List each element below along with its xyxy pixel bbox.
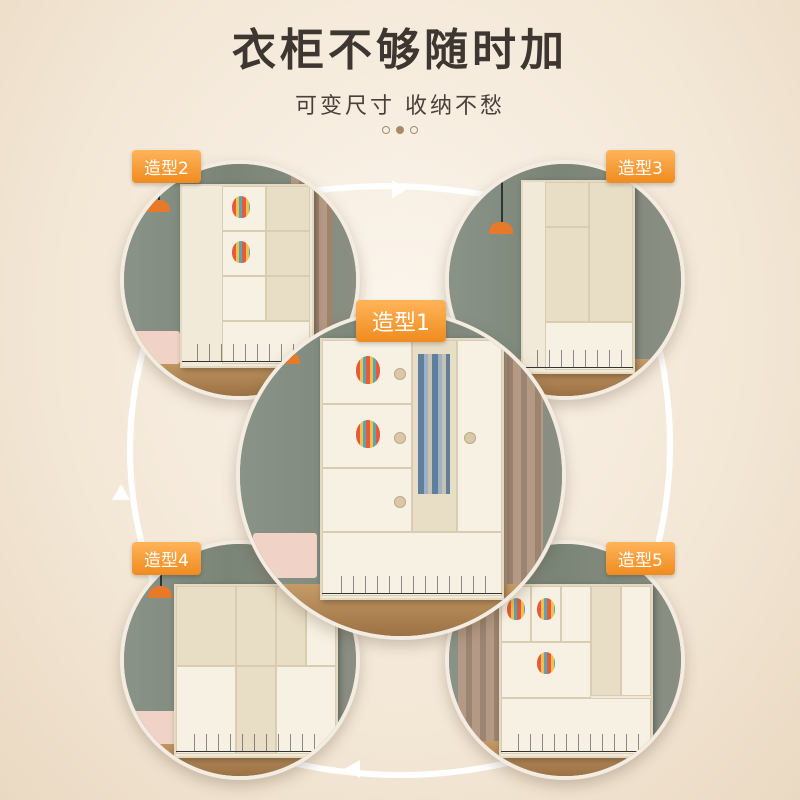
pendant-lamp-icon (276, 352, 300, 364)
arrow-head-top (392, 180, 408, 198)
balloon-icon (356, 356, 380, 384)
balloon-icon (232, 241, 250, 263)
page-title: 衣柜不够随时加 (232, 25, 568, 76)
style-5-circle[interactable] (445, 540, 685, 780)
style-3-badge[interactable]: 造型3 (606, 150, 675, 183)
style-2-badge[interactable]: 造型2 (132, 150, 201, 183)
style-1-circle[interactable] (236, 310, 566, 640)
balloon-icon (537, 652, 555, 674)
style-3-circle[interactable] (445, 160, 685, 400)
style-5-badge[interactable]: 造型5 (606, 542, 675, 575)
balloon-icon (356, 420, 380, 448)
wardrobe-style-1 (320, 338, 504, 600)
page-subtitle: 可变尺寸 收纳不愁 (295, 94, 505, 119)
carousel-dot-2[interactable] (396, 126, 404, 134)
pendant-lamp-icon (489, 222, 513, 234)
wardrobe-style-5 (499, 584, 653, 758)
hanging-clothes (418, 354, 450, 494)
arrow-head-left (112, 484, 130, 500)
carousel-dot-3[interactable] (410, 126, 418, 134)
style-4-badge[interactable]: 造型4 (132, 542, 201, 575)
balloon-icon (232, 196, 250, 218)
carousel-dot-1[interactable] (382, 126, 390, 134)
wardrobe-style-3 (521, 180, 635, 374)
carousel-dots (382, 126, 422, 136)
style-1-badge[interactable]: 造型1 (356, 300, 446, 342)
pendant-lamp-icon (146, 200, 170, 212)
pendant-lamp-icon (148, 586, 172, 598)
